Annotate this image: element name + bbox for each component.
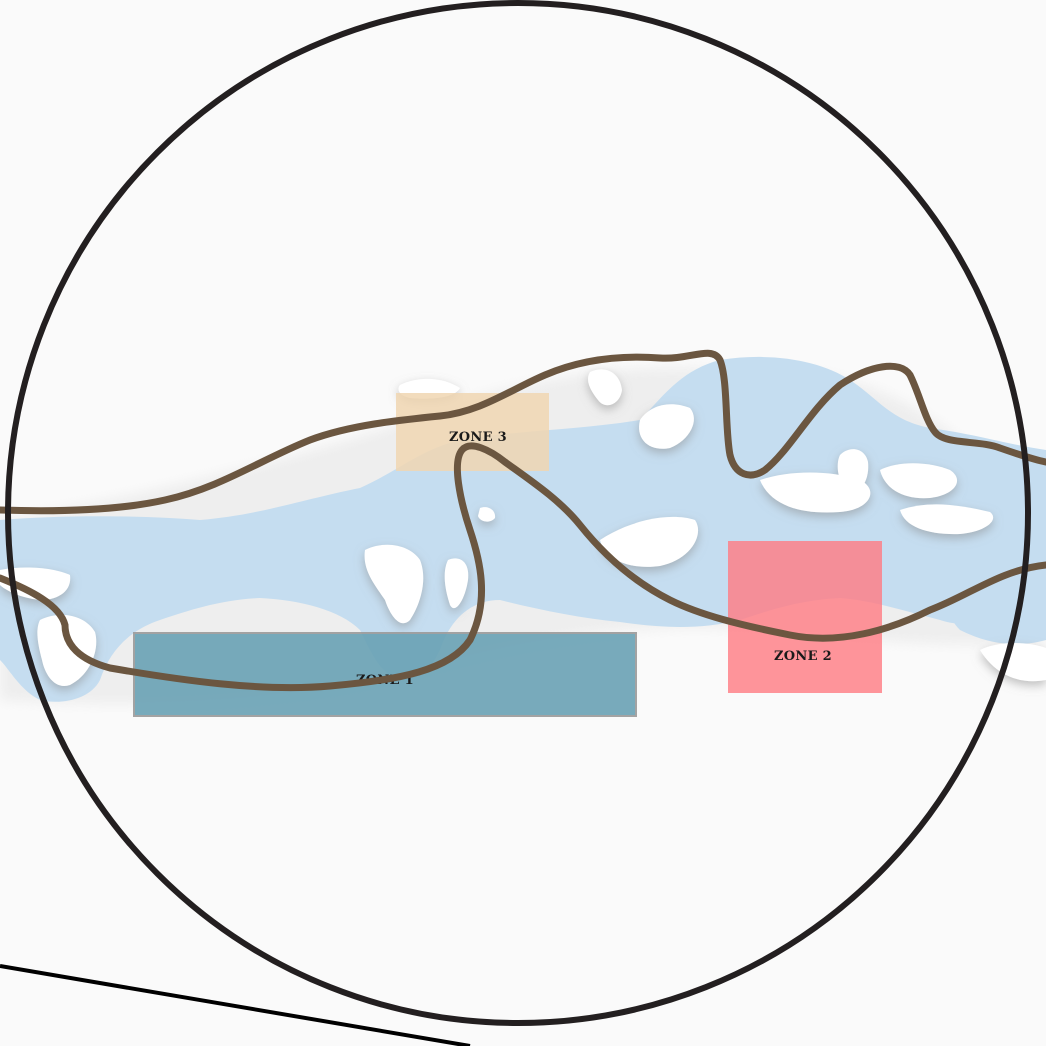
zone-1[interactable]: ZONE 1 [134, 633, 636, 716]
zone-2-area[interactable] [728, 541, 882, 693]
zone-2[interactable]: ZONE 2 [728, 541, 882, 693]
zone-3[interactable]: ZONE 3 [396, 393, 549, 471]
zone-3-label: ZONE 3 [449, 430, 507, 445]
zone-2-label: ZONE 2 [774, 649, 832, 664]
island [980, 643, 1046, 681]
